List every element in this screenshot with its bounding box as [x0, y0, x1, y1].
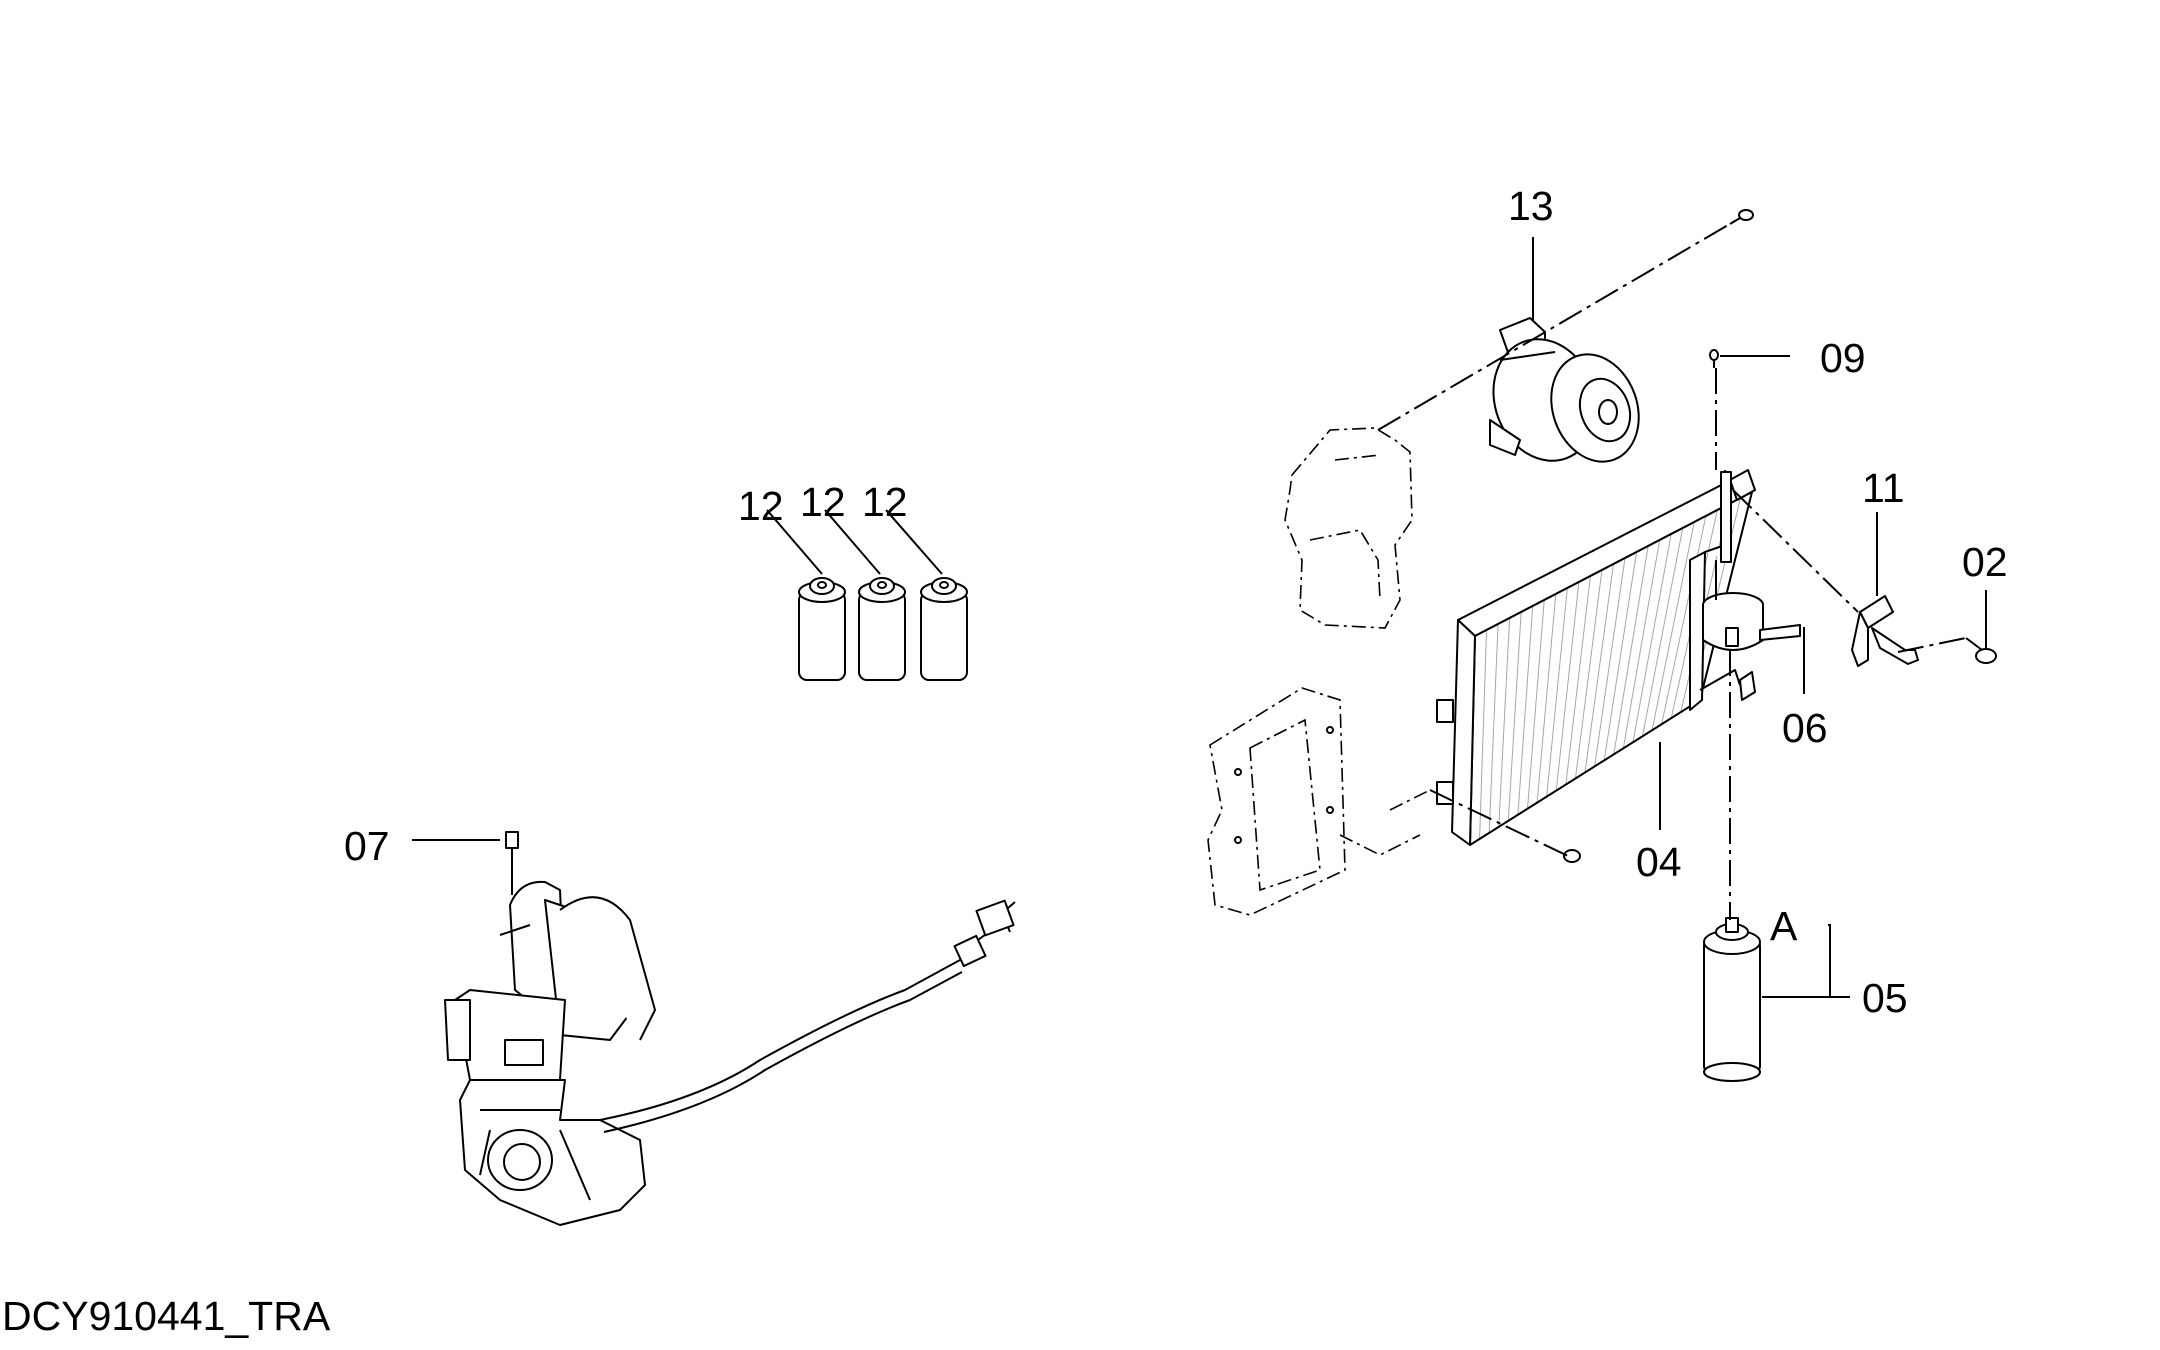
callout-09: 09 [1820, 335, 1866, 381]
assembly-lines [1377, 217, 1967, 920]
condenser-fin-line [1574, 569, 1603, 779]
condenser-fin-line [1565, 575, 1591, 785]
compressor-part [1489, 317, 1640, 463]
callout-13: 13 [1508, 183, 1554, 229]
callout-12-b: 12 [800, 479, 846, 525]
condenser-fin-line [1479, 629, 1488, 839]
pressure-switch-3 [920, 577, 968, 681]
callout-07: 07 [344, 823, 390, 869]
pressure-switch-1 [798, 577, 846, 681]
callout-04: 04 [1636, 839, 1682, 885]
receiver-clamp-part [1699, 470, 1801, 691]
callout-05: 05 [1862, 975, 1908, 1021]
compressor-bracket-ghost [1284, 427, 1413, 629]
condenser-fin-line [1622, 539, 1661, 749]
condenser-fin-line [1555, 581, 1580, 791]
condenser-fin-line [1507, 611, 1522, 821]
condenser-fin-line [1527, 599, 1545, 809]
callout-12-c: 12 [862, 479, 908, 525]
receiver-drier-part [1703, 917, 1761, 1082]
condenser-fin-line [1661, 515, 1707, 725]
pressure-switch-2 [858, 577, 906, 681]
condenser-fin-line [1498, 617, 1511, 827]
condenser-fin-line [1613, 545, 1649, 755]
leader-lines [412, 237, 1987, 998]
condenser-fin-line [1594, 557, 1626, 767]
compressor-bolt-part [1729, 209, 1754, 225]
bracket-part [1851, 595, 1919, 667]
condenser-fin-line [1517, 605, 1534, 815]
evaporator-unit-part [444, 831, 656, 1226]
wire-harness-part [599, 899, 1016, 1133]
callout-02: 02 [1962, 539, 2008, 585]
condenser-frame-ghost [1207, 687, 1431, 916]
condenser-fin-line [1546, 587, 1568, 797]
bolt-09-part [1709, 349, 1719, 368]
callout-12-a: 12 [738, 483, 784, 529]
condenser-fin-line [1651, 521, 1695, 731]
callout-11: 11 [1862, 465, 1905, 511]
condenser-fin-line [1632, 533, 1672, 743]
drawing-code: DCY910441_TRA [2, 1293, 331, 1339]
condenser-fin-line [1603, 551, 1638, 761]
condenser-fin-line [1488, 623, 1499, 833]
condenser-fin-line [1536, 593, 1557, 803]
condenser-fin-line [1642, 527, 1684, 737]
condenser-part [1436, 469, 1756, 846]
condenser-screw-part [1563, 849, 1581, 863]
condenser-fin-line [1584, 563, 1614, 773]
callout-06: 06 [1782, 705, 1828, 751]
bolt-02-part [1965, 637, 1997, 664]
callout-A: A [1770, 903, 1798, 949]
